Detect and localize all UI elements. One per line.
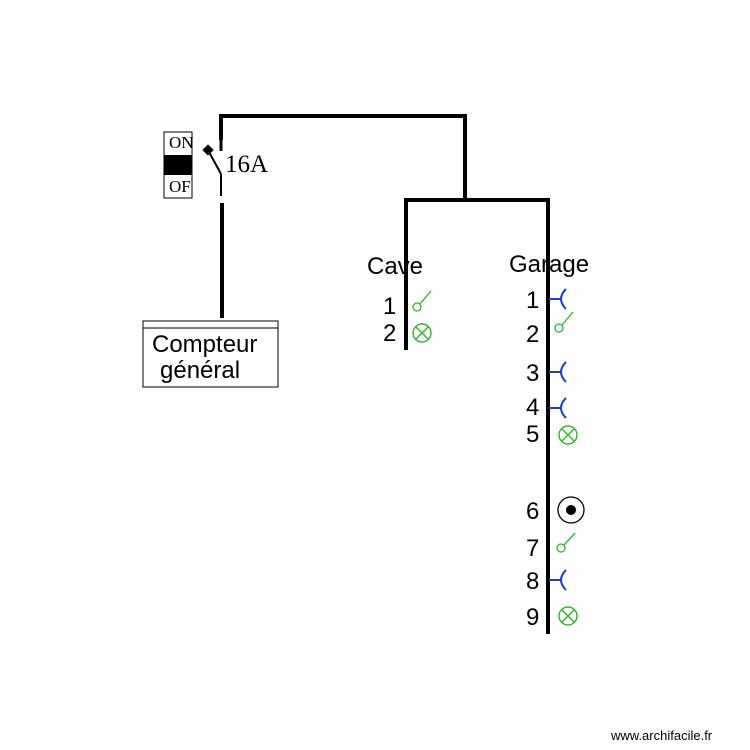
meter-label-line1: Compteur bbox=[152, 331, 257, 358]
garage-item-6: 6 bbox=[526, 496, 585, 525]
garage-item-1: 1 bbox=[526, 287, 567, 314]
breaker-toggle-lever bbox=[164, 155, 192, 175]
switch-icon bbox=[412, 290, 432, 312]
meter-frame bbox=[142, 320, 279, 388]
garage-item-5: 5 bbox=[526, 421, 578, 448]
garage-item-2: 2 bbox=[526, 311, 574, 348]
lamp-icon bbox=[412, 323, 432, 343]
item-number: 8 bbox=[526, 568, 539, 595]
item-number: 5 bbox=[526, 421, 539, 448]
breaker-rating: 16A bbox=[225, 151, 268, 178]
garage-item-7: 7 bbox=[526, 532, 576, 562]
watermark: www.archifacile.fr bbox=[610, 728, 713, 743]
switch-icon bbox=[554, 311, 574, 333]
socket-icon bbox=[549, 361, 567, 383]
socket-icon bbox=[549, 569, 567, 591]
item-number: 2 bbox=[526, 321, 539, 348]
garage-item-3: 3 bbox=[526, 360, 567, 387]
meter-label-line2: général bbox=[160, 357, 240, 384]
item-number: 4 bbox=[526, 394, 539, 421]
breaker-off-label: OF bbox=[169, 177, 191, 196]
cave-items: 1 2 bbox=[383, 290, 432, 347]
garage-item-4: 4 bbox=[526, 394, 567, 421]
meter-box: Compteur général bbox=[142, 320, 279, 388]
feed-wire bbox=[219, 114, 467, 200]
item-number: 1 bbox=[383, 293, 396, 320]
spot-light-icon bbox=[557, 496, 585, 524]
breaker-on-label: ON bbox=[169, 133, 194, 152]
cave-item-1: 1 bbox=[383, 290, 432, 320]
breaker: ON OF 16A bbox=[163, 131, 268, 199]
item-number: 9 bbox=[526, 604, 539, 631]
circuit-title-cave: Cave bbox=[367, 253, 423, 280]
breaker-blade bbox=[207, 149, 222, 175]
cave-item-2: 2 bbox=[383, 320, 432, 347]
garage-item-8: 8 bbox=[526, 568, 567, 595]
item-number: 2 bbox=[383, 320, 396, 347]
garage-item-9: 9 bbox=[526, 604, 578, 631]
distribution-bar bbox=[404, 198, 550, 634]
main-wires bbox=[219, 114, 550, 634]
circuit-title-garage: Garage bbox=[509, 251, 589, 278]
item-number: 1 bbox=[526, 287, 539, 314]
switch-icon bbox=[556, 532, 576, 553]
item-number: 7 bbox=[526, 535, 539, 562]
item-number: 6 bbox=[526, 498, 539, 525]
item-number: 3 bbox=[526, 360, 539, 387]
socket-icon bbox=[549, 397, 567, 419]
lamp-icon bbox=[558, 606, 578, 626]
lamp-icon bbox=[558, 425, 578, 445]
socket-icon bbox=[549, 288, 567, 310]
garage-items: 1 2 3 4 bbox=[526, 287, 585, 631]
